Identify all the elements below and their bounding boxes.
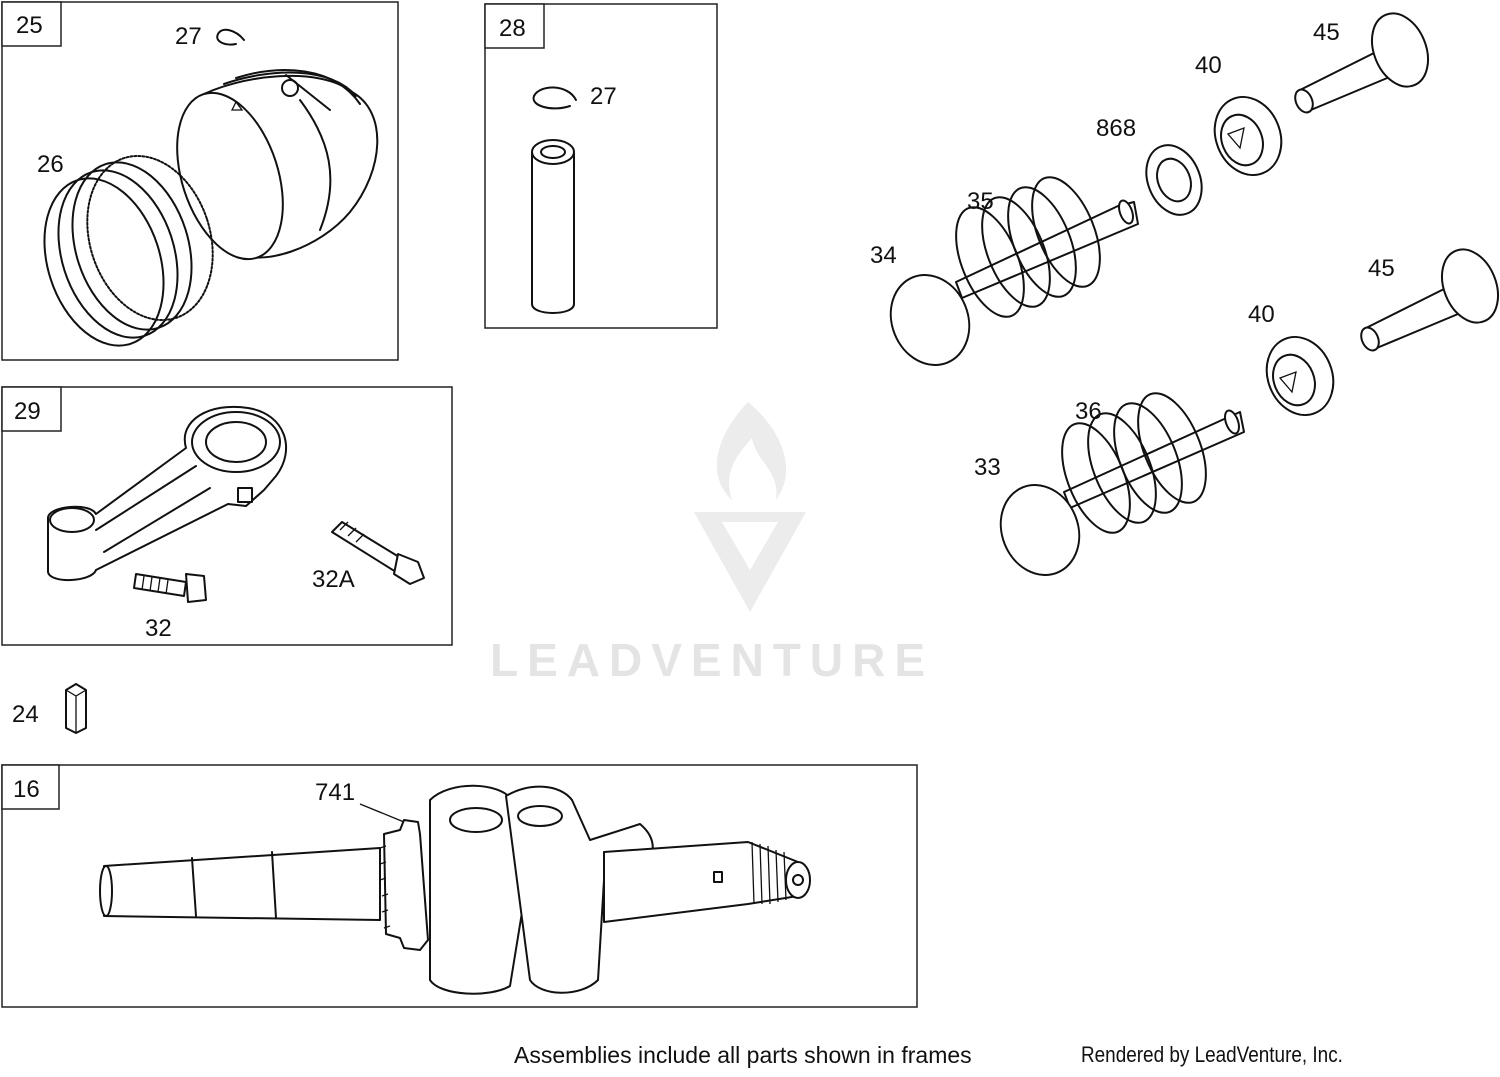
key-part[interactable]: 24 — [12, 683, 87, 734]
frame-tag-29: 29 — [14, 398, 41, 425]
callout-35: 35 — [967, 188, 994, 215]
frame-connecting-rod-assembly[interactable]: 29 32 32A — [1, 386, 453, 646]
callout-45-lower: 45 — [1368, 255, 1395, 282]
frame-tag-16: 16 — [13, 776, 40, 803]
lower-guide-drawing — [1360, 248, 1499, 352]
callout-36: 36 — [1075, 398, 1102, 425]
lower-spring-drawing — [1061, 392, 1207, 534]
callout-40-lower: 40 — [1248, 301, 1275, 328]
callout-24: 24 — [12, 701, 39, 728]
upper-retainer-drawing — [1213, 96, 1283, 176]
upper-valve-drawing — [889, 199, 1139, 366]
valve-seal-drawing — [1145, 144, 1203, 216]
pin-retainer-clip-icon — [532, 86, 577, 110]
crankshaft-drawing — [99, 784, 811, 995]
rod-bolt-drawing — [133, 573, 207, 603]
assembly-note: Assemblies include all parts shown in fr… — [514, 1042, 972, 1068]
gear-leader-line — [359, 803, 405, 823]
frame-crankshaft-assembly[interactable]: 16 741 — [1, 764, 918, 1008]
retainer-clip-icon — [216, 28, 245, 46]
piston-pin-drawing — [531, 139, 575, 314]
lower-valve-drawing — [999, 409, 1245, 576]
upper-spring-drawing — [955, 176, 1101, 318]
callout-32a: 32A — [312, 566, 355, 593]
watermark-text: LEADVENTURE — [490, 634, 934, 686]
upper-guide-drawing — [1294, 12, 1429, 114]
valve-train-lower[interactable]: 33 36 40 45 — [974, 241, 1500, 587]
valve-train-upper[interactable]: 34 35 868 40 45 — [870, 5, 1438, 377]
callout-741: 741 — [315, 779, 355, 806]
rod-bolt-alt-drawing — [331, 521, 425, 585]
callout-26: 26 — [37, 151, 64, 178]
connecting-rod-drawing — [47, 405, 288, 582]
callout-27-pin: 27 — [590, 83, 617, 110]
piston-rings-drawing — [43, 154, 214, 347]
callout-27-piston: 27 — [175, 23, 202, 50]
frame-piston-pin-assembly[interactable]: 28 27 — [484, 3, 718, 329]
leadventure-watermark: LEADVENTURE — [490, 402, 934, 686]
callout-868: 868 — [1096, 115, 1136, 142]
callout-45-upper: 45 — [1313, 19, 1340, 46]
callout-40-upper: 40 — [1195, 52, 1222, 79]
frame-tag-28: 28 — [499, 15, 526, 42]
callout-33: 33 — [974, 454, 1001, 481]
frame-tag-25: 25 — [16, 12, 43, 39]
callout-32: 32 — [145, 615, 172, 642]
rendered-by-credit: Rendered by LeadVenture, Inc. — [1081, 1042, 1343, 1067]
callout-34: 34 — [870, 242, 897, 269]
piston-drawing — [176, 69, 379, 261]
frame-piston-assembly[interactable]: 25 27 26 — [1, 1, 399, 361]
lower-retainer-drawing — [1265, 336, 1335, 416]
